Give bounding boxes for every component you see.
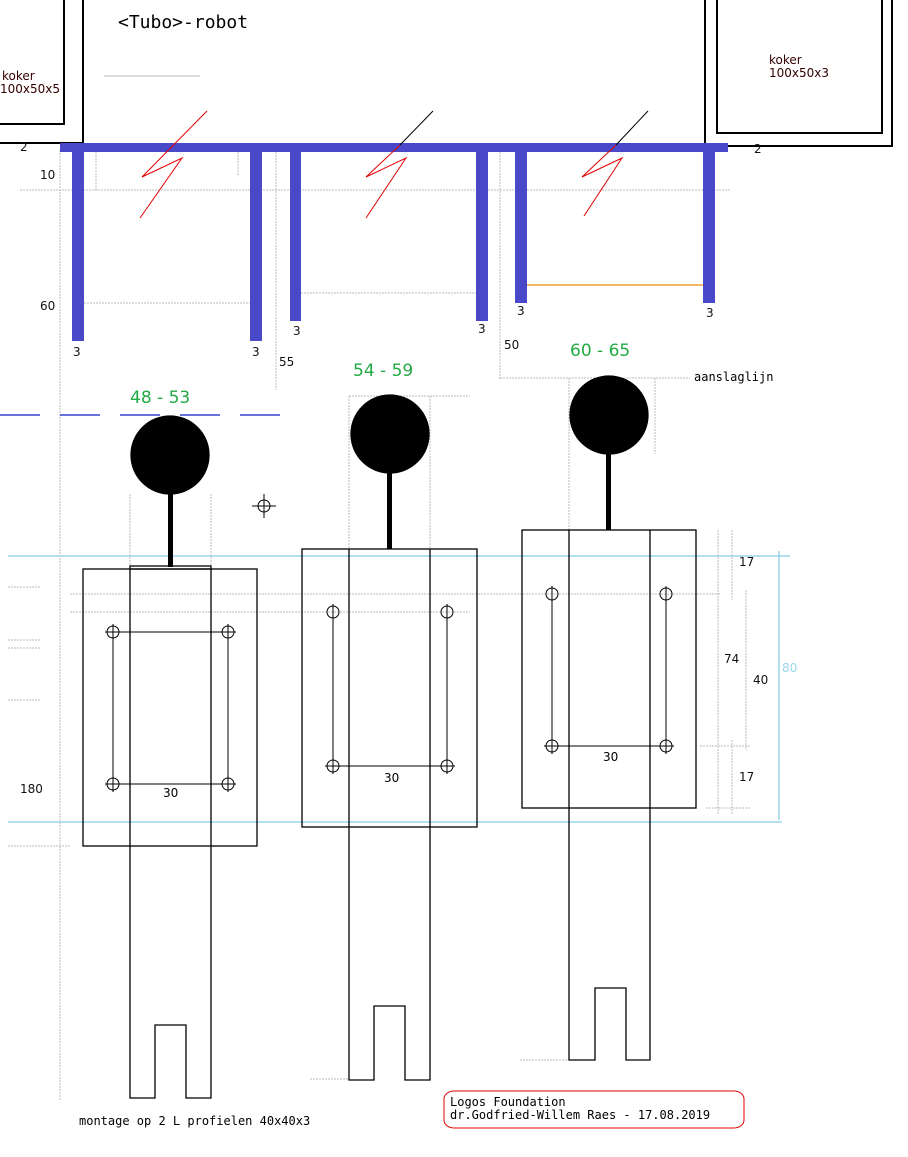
dim-3: 3 [706,306,714,320]
figure-48-53 [82,415,258,1099]
guide-lines [8,150,750,1100]
crosshair-icon [252,494,276,518]
dim-80: 80 [782,661,797,675]
credits-line-2: dr.Godfried-Willem Raes - 17.08.2019 [450,1108,710,1122]
aanslaglijn-label: aanslaglijn [694,370,773,384]
frame [60,143,728,341]
dim-2-right: 2 [754,142,762,156]
dim-74: 74 [724,652,739,666]
figure-range-label: 48 - 53 [130,388,190,408]
dim-3: 3 [293,324,301,338]
right-box-label-1: koker [769,53,802,67]
left-koker-box [0,0,84,144]
title: <Tubo>-robot [118,12,248,33]
dim-40: 40 [753,673,768,687]
dim-3: 3 [478,322,486,336]
dim-55: 55 [279,355,294,369]
credits-line-1: Logos Foundation [450,1095,566,1109]
dim-10: 10 [40,168,55,182]
right-box-label-2: 100x50x3 [769,66,829,80]
dim-60: 60 [40,299,55,313]
dim-50: 50 [504,338,519,352]
figure-width-label: 30 [163,786,178,800]
figure-width-label: 30 [603,750,618,764]
figure-width-label: 30 [384,771,399,785]
lightning-marks [139,110,649,219]
credits-box [443,1090,745,1129]
dim-2-left: 2 [20,140,28,154]
dim-3: 3 [517,304,525,318]
dim-3: 3 [73,345,81,359]
montage-note: montage op 2 L profielen 40x40x3 [79,1114,310,1128]
dim-17-top: 17 [739,555,754,569]
dim-180: 180 [20,782,43,796]
left-box-label-2: 100x50x5 [0,82,60,96]
right-koker-box [704,0,893,147]
figure-range-label: 54 - 59 [353,361,413,381]
dim-17-bottom: 17 [739,770,754,784]
figure-60-65 [521,375,697,1061]
left-box-label-1: koker [2,69,35,83]
dim-3: 3 [252,345,260,359]
figure-range-label: 60 - 65 [570,341,630,361]
figure-54-59 [301,394,478,1081]
